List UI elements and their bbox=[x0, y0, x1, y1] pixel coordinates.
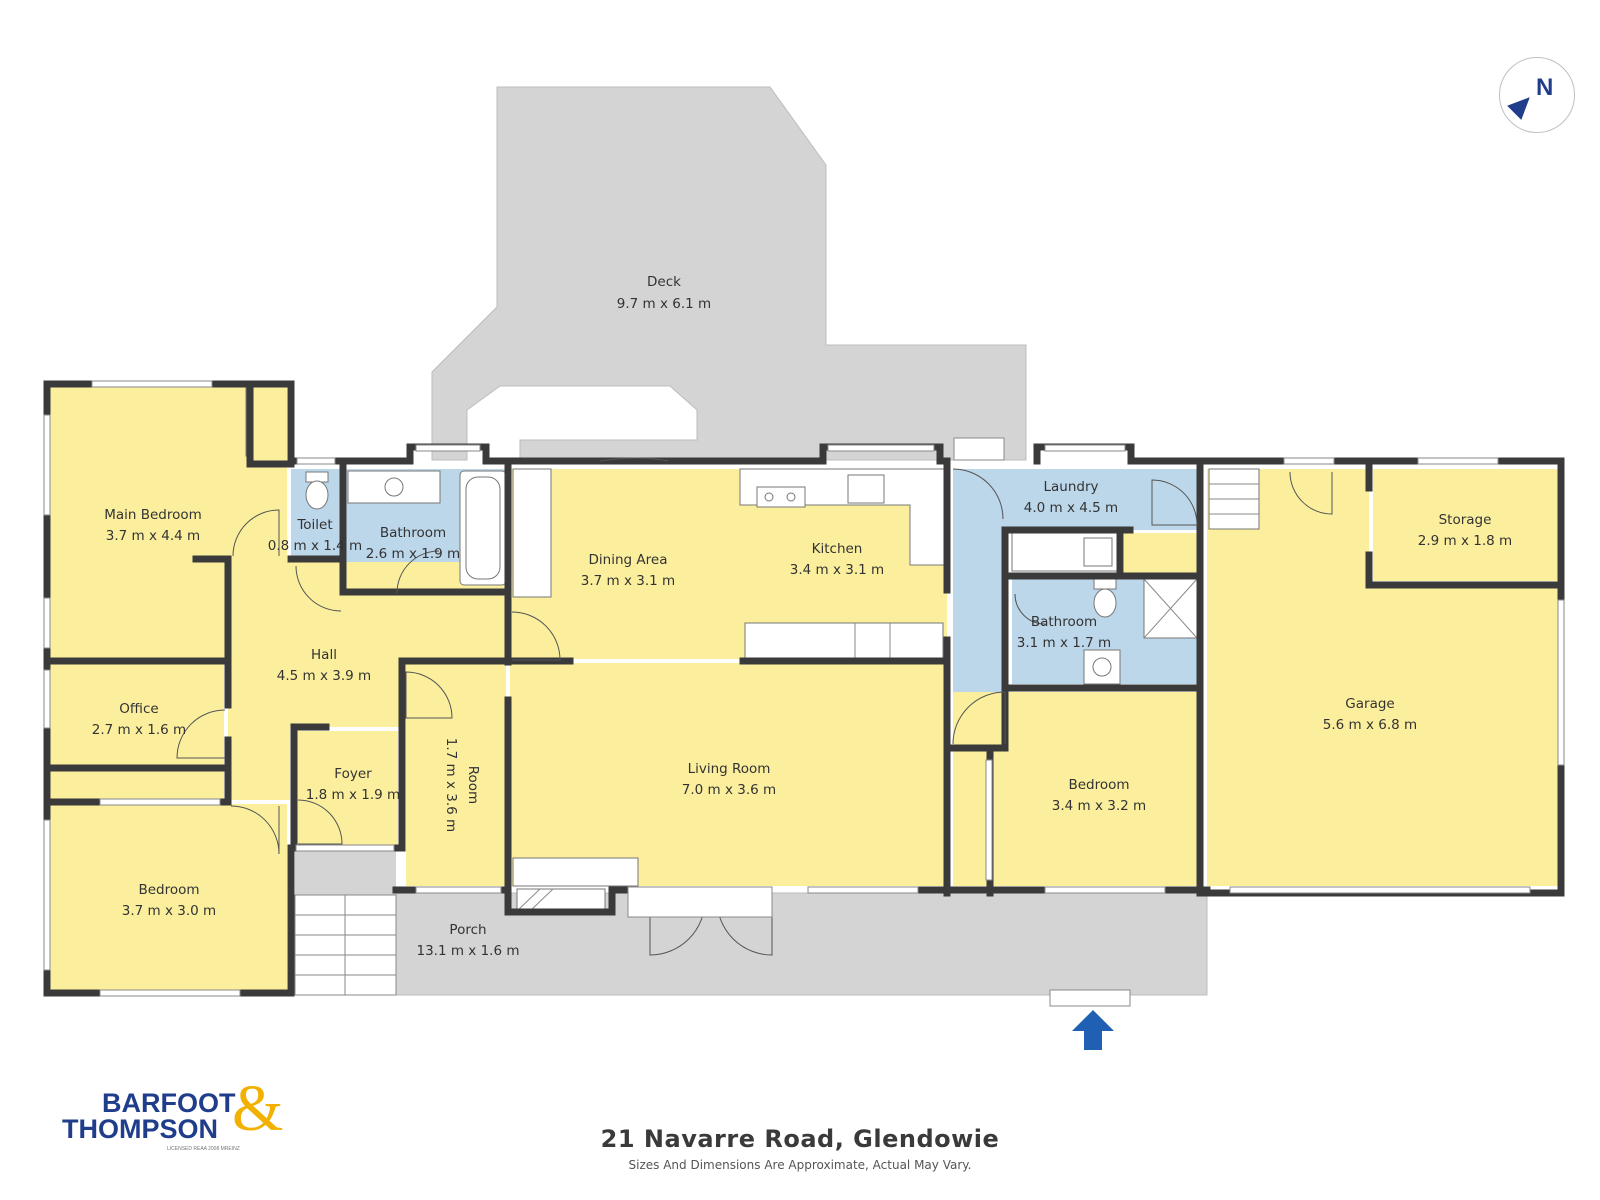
office-fill bbox=[50, 663, 224, 766]
fireplace-icon bbox=[512, 857, 639, 887]
vanity-icon bbox=[347, 470, 441, 504]
foyer-fill bbox=[294, 731, 398, 846]
hall-name: Hall bbox=[311, 647, 337, 663]
laundry-name: Laundry bbox=[1043, 479, 1098, 495]
toilet-dims: 0.8 m x 1.4 m bbox=[268, 538, 362, 554]
kitchen-name: Kitchen bbox=[812, 541, 863, 557]
foyer-step-area bbox=[295, 848, 396, 895]
brand-line1: BARFOOT bbox=[102, 1088, 236, 1118]
brand-fineprint: LICENSED REAA 2008 MREINZ bbox=[167, 1146, 240, 1152]
hall-fill bbox=[228, 562, 506, 800]
kitchen-island bbox=[744, 622, 944, 660]
dining-name: Dining Area bbox=[589, 552, 668, 568]
bathroom1-dims: 2.6 m x 1.9 m bbox=[366, 546, 460, 562]
storage-name: Storage bbox=[1439, 512, 1492, 528]
property-address: 21 Navarre Road, Glendowie bbox=[600, 1125, 1000, 1153]
entry-steps bbox=[294, 894, 397, 996]
porch-name: Porch bbox=[449, 922, 486, 938]
bedroom2-name: Bedroom bbox=[1068, 777, 1129, 793]
garage-dims: 5.6 m x 6.8 m bbox=[1323, 717, 1417, 733]
north-compass-icon: N bbox=[1499, 57, 1575, 133]
compass-arrow-icon bbox=[1507, 90, 1537, 120]
doors bbox=[176, 457, 1333, 956]
bathroom2-dims: 3.1 m x 1.7 m bbox=[1017, 635, 1111, 651]
porch-dims: 13.1 m x 1.6 m bbox=[417, 943, 520, 959]
cooktop-icon bbox=[756, 486, 806, 508]
toilet2-icon bbox=[1093, 588, 1117, 618]
garage-fill bbox=[1207, 469, 1561, 886]
linen-fill bbox=[50, 770, 224, 800]
bathroom2-name: Bathroom bbox=[1031, 614, 1097, 630]
sink-icon bbox=[847, 474, 885, 504]
kitchen-dims: 3.4 m x 3.1 m bbox=[790, 562, 884, 578]
deck-name: Deck bbox=[647, 274, 681, 290]
deck-dims: 9.7 m x 6.1 m bbox=[617, 296, 711, 312]
disclaimer-text: Sizes And Dimensions Are Approximate, Ac… bbox=[628, 1158, 972, 1172]
main-bedroom-dims: 3.7 m x 4.4 m bbox=[106, 528, 200, 544]
laundry-dims: 4.0 m x 4.5 m bbox=[1024, 500, 1118, 516]
toilet-name: Toilet bbox=[296, 517, 332, 533]
bedroom3-name: Bedroom bbox=[138, 882, 199, 898]
room-labels: Deck 9.7 m x 6.1 m Main Bedroom 3.7 m x … bbox=[92, 274, 1512, 959]
bedroom2-fill bbox=[953, 692, 1197, 886]
fixtures bbox=[245, 385, 1260, 912]
bedroom3-fill bbox=[50, 804, 287, 990]
room-fill bbox=[406, 663, 506, 886]
dining-dims: 3.7 m x 3.1 m bbox=[581, 573, 675, 589]
compass-label: N bbox=[1536, 74, 1554, 101]
brand-ampersand: & bbox=[232, 1072, 284, 1145]
room-dims-label: 1.7 m x 3.6 m bbox=[443, 738, 459, 832]
bathroom1-name: Bathroom bbox=[380, 525, 446, 541]
room-name-label: Room bbox=[465, 766, 481, 804]
bedroom2-dims: 3.4 m x 3.2 m bbox=[1052, 798, 1146, 814]
living-dims: 7.0 m x 3.6 m bbox=[682, 782, 776, 798]
laundry-cupboard-fill bbox=[1124, 533, 1197, 575]
room-fills bbox=[50, 384, 1561, 990]
pantry-icon bbox=[512, 468, 552, 598]
living-fill bbox=[510, 663, 947, 886]
brand-logo: BARFOOT THOMPSON & LICENSED REAA 2008 MR… bbox=[62, 1076, 292, 1153]
living-name: Living Room bbox=[688, 761, 771, 777]
office-name: Office bbox=[119, 701, 158, 717]
office-dims: 2.7 m x 1.6 m bbox=[92, 722, 186, 738]
brand-line2: THOMPSON bbox=[62, 1114, 219, 1144]
storage-dims: 2.9 m x 1.8 m bbox=[1418, 533, 1512, 549]
foyer-dims: 1.8 m x 1.9 m bbox=[306, 787, 400, 803]
foyer-name: Foyer bbox=[334, 766, 372, 782]
windows bbox=[43, 380, 1565, 1007]
deck-area bbox=[431, 86, 1027, 461]
bedroom3-dims: 3.7 m x 3.0 m bbox=[122, 903, 216, 919]
hall-dims: 4.5 m x 3.9 m bbox=[277, 668, 371, 684]
storage-fill bbox=[1373, 469, 1561, 581]
main-bedroom-name: Main Bedroom bbox=[104, 507, 202, 523]
garage-name: Garage bbox=[1345, 696, 1394, 712]
entry-arrow-icon bbox=[1072, 1010, 1114, 1050]
